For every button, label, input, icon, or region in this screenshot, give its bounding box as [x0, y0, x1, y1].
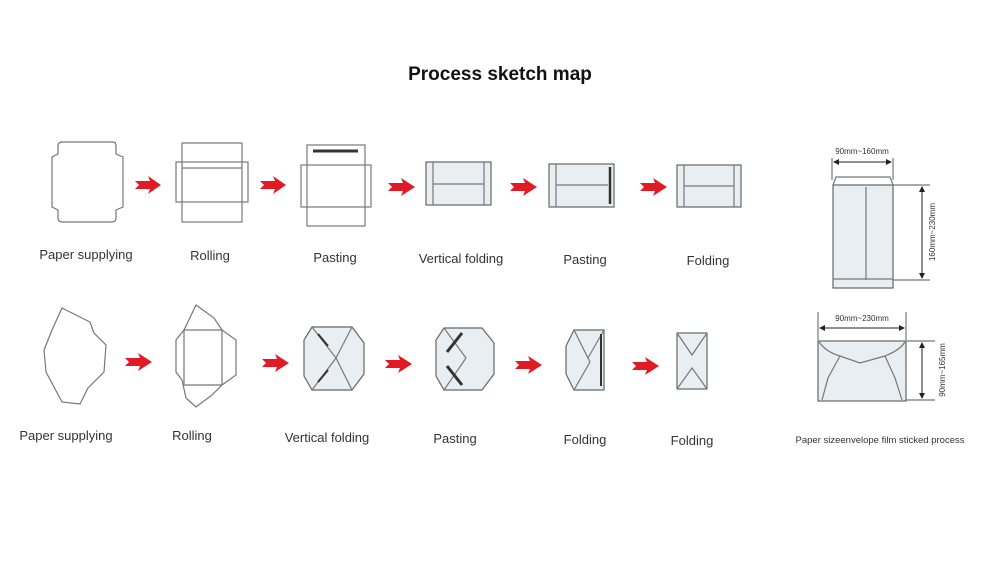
row2-folding-shape [565, 329, 605, 391]
row1-label-3: Pasting [313, 250, 356, 265]
row2-label-5: Folding [564, 432, 607, 447]
arrow-icon [385, 355, 412, 373]
wide-height-dim: 90mm~165mm [938, 343, 947, 397]
row1-label-2: Rolling [190, 248, 230, 263]
row2-folding2-shape [676, 332, 708, 390]
arrow-icon [510, 178, 537, 196]
row1-pasting-shape [300, 144, 372, 227]
row1-folding-shape [676, 164, 742, 208]
row1-label-4: Vertical folding [419, 251, 504, 266]
arrow-icon [632, 357, 659, 375]
row1-label-6: Folding [687, 253, 730, 268]
row2-paper-supplying-shape [43, 307, 107, 405]
row1-label-5: Pasting [563, 252, 606, 267]
arrow-icon [388, 178, 415, 196]
wide-width-dim: 90mm~230mm [835, 314, 889, 323]
row2-label-3: Vertical folding [285, 430, 370, 445]
arrow-icon [262, 354, 289, 372]
diagram-title: Process sketch map [408, 64, 592, 85]
row2-pasting-shape [435, 327, 495, 391]
row2-label-6: Folding [671, 433, 714, 448]
row2-label-4: Pasting [433, 431, 476, 446]
arrow-icon [125, 353, 152, 371]
wide-envelope-diagram: 90mm~230mm 90mm~165mm [817, 312, 947, 402]
row1-vertical-folding-shape [425, 161, 492, 206]
tall-envelope-diagram: 90mm~160mm 160mm~230mm [831, 147, 937, 289]
arrow-icon [135, 176, 161, 194]
row2-vertical-folding-shape [303, 326, 365, 391]
tall-height-dim: 160mm~230mm [928, 203, 937, 261]
row1-arrows [135, 176, 667, 196]
row1-label-1: Paper supplying [39, 247, 132, 262]
row2-label-1: Paper supplying [19, 428, 112, 443]
row1-pasting2-shape [548, 163, 615, 208]
arrow-icon [640, 178, 667, 196]
envelope-caption: Paper sizeenvelope film sticked process [796, 435, 965, 446]
row1-paper-supplying-shape [51, 141, 124, 223]
row1-rolling-shape [175, 142, 249, 223]
tall-width-dim: 90mm~160mm [835, 147, 889, 156]
row2-arrows [125, 353, 659, 375]
arrow-icon [515, 356, 542, 374]
row2-rolling-shape [175, 304, 237, 408]
arrow-icon [260, 176, 286, 194]
row2-label-2: Rolling [172, 428, 212, 443]
